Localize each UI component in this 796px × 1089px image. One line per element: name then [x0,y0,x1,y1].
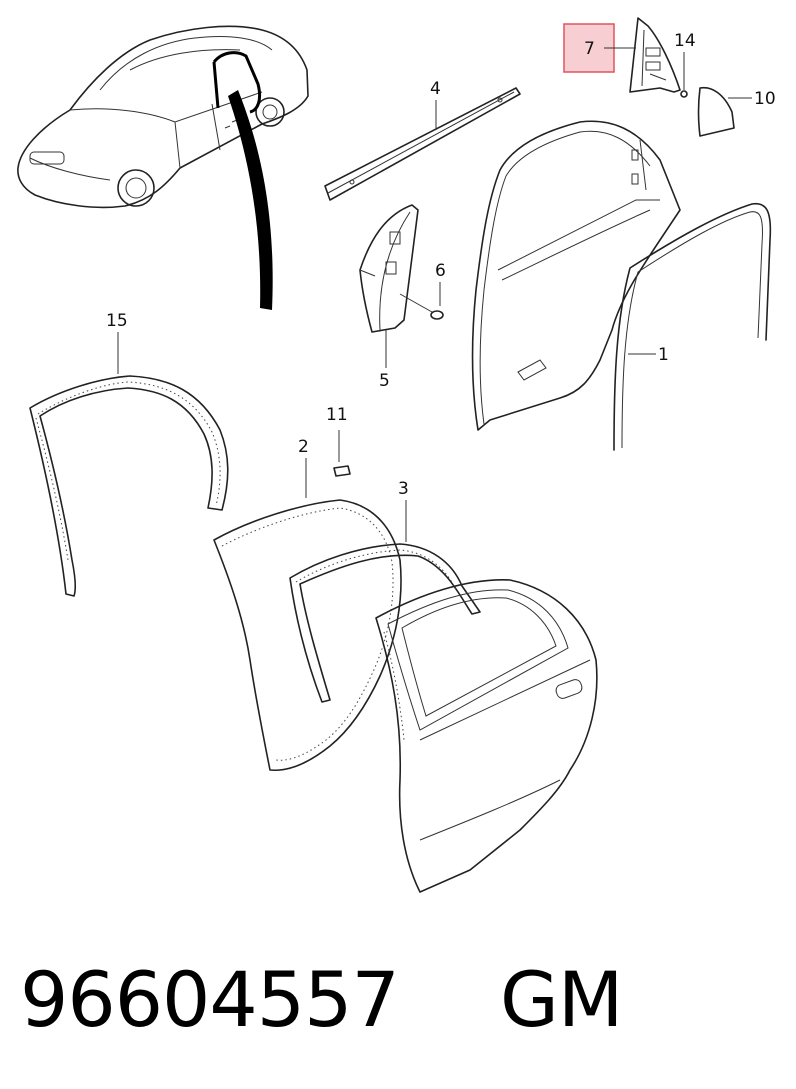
part-4-molding [324,87,521,201]
callout-3: 3 [398,479,409,499]
part-10-cap [697,86,752,137]
car-illustration [17,25,309,310]
part-5-applique [359,204,419,368]
brand-label: GM [500,955,623,1044]
part-3-seal [289,500,481,703]
callout-7: 7 [584,39,595,59]
part-1-door [471,120,681,431]
part-6-bolt [399,282,444,320]
callout-5: 5 [379,371,390,391]
callout-1: 1 [658,345,669,365]
callout-6: 6 [435,261,446,281]
callout-14: 14 [674,31,696,51]
callout-15: 15 [106,311,128,331]
part-number: 96604557 [20,955,400,1044]
callout-2: 2 [298,437,309,457]
part-7-trim [629,17,681,93]
callout-11: 11 [326,405,348,425]
rear-door [375,579,598,893]
callout-10: 10 [754,89,776,109]
part-footer: 96604557 GM [20,955,623,1044]
part-15-seal [29,332,229,597]
part-2-weatherstrip [213,458,402,772]
parts-diagram: 1 2 3 4 5 6 7 10 11 14 15 [17,17,776,893]
callout-4: 4 [430,79,441,99]
part-11-clip [333,430,351,477]
part-14-screw [680,52,688,98]
part-1-seal [613,202,772,451]
